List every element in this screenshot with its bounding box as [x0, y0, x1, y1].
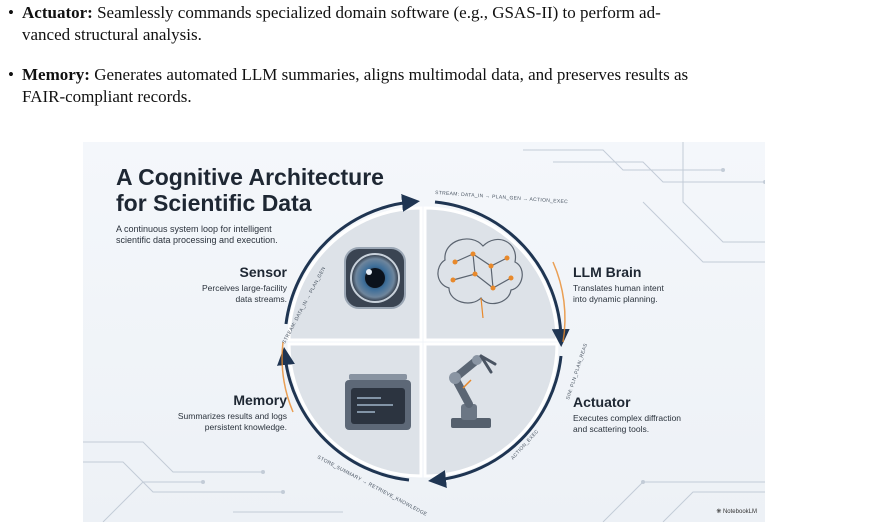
bullet-term: Memory:: [22, 65, 90, 84]
arrow-sensor-to-brain: [284, 193, 420, 325]
memory-title: Memory: [233, 392, 287, 408]
camera-lens-icon: [344, 247, 406, 309]
sensor-description: Perceives large-facility data streams.: [201, 283, 287, 304]
notebooklm-credit: ❋ NotebookLM: [716, 509, 757, 515]
quadrant-panels: [287, 206, 559, 478]
sensor-title: Sensor: [239, 264, 287, 280]
actuator-title: Actuator: [573, 394, 631, 410]
figure-title: A Cognitive Architecture for Scientific …: [116, 164, 384, 216]
loop-label-top: STREAM: DATA_IN → PLAN_GEN → ACTION_EXEC: [435, 190, 568, 205]
brain-network-icon: [437, 238, 523, 319]
brain-description: Translates human intent into dynamic pla…: [573, 283, 664, 304]
brain-panel: [423, 206, 559, 342]
actuator-description: Executes complex diffraction and scatter…: [573, 413, 682, 434]
bullet-actuator: • Actuator: Seamlessly commands speciali…: [8, 2, 878, 46]
arrow-brain-to-actuator: [434, 200, 570, 347]
figure-subtitle: A continuous system loop for intelligent…: [116, 224, 278, 245]
actuator-panel: [423, 342, 559, 478]
bullet-text: Seamlessly commands specialized domain s…: [97, 3, 661, 22]
bullet-marker: •: [8, 65, 14, 84]
circuit-background: [83, 142, 765, 522]
arrow-actuator-to-memory: [428, 355, 563, 488]
arrow-memory-to-sensor: [277, 347, 410, 482]
brain-title: LLM Brain: [573, 264, 642, 280]
bullet-memory: • Memory: Generates automated LLM summar…: [8, 64, 878, 108]
cycle-diagram: STREAM: DATA_IN → PLAN_GEN → ACTION_EXEC…: [277, 190, 589, 518]
bullet-term: Actuator:: [22, 3, 93, 22]
file-folder-icon: [345, 374, 411, 430]
memory-description: Summarizes results and logs persistent k…: [177, 411, 287, 432]
bullet-text-cont: vanced structural analysis.: [22, 25, 202, 44]
architecture-figure: A Cognitive Architecture for Scientific …: [83, 142, 765, 522]
bullet-text: Generates automated LLM summaries, align…: [94, 65, 689, 84]
bullet-marker: •: [8, 3, 14, 22]
bullet-text-cont: FAIR-compliant records.: [22, 87, 192, 106]
notebooklm-logo-icon: ❋: [716, 509, 722, 515]
robot-arm-icon: [449, 354, 497, 428]
loop-label-right: SIM: PLN_PLAN_REAS: [565, 342, 589, 400]
